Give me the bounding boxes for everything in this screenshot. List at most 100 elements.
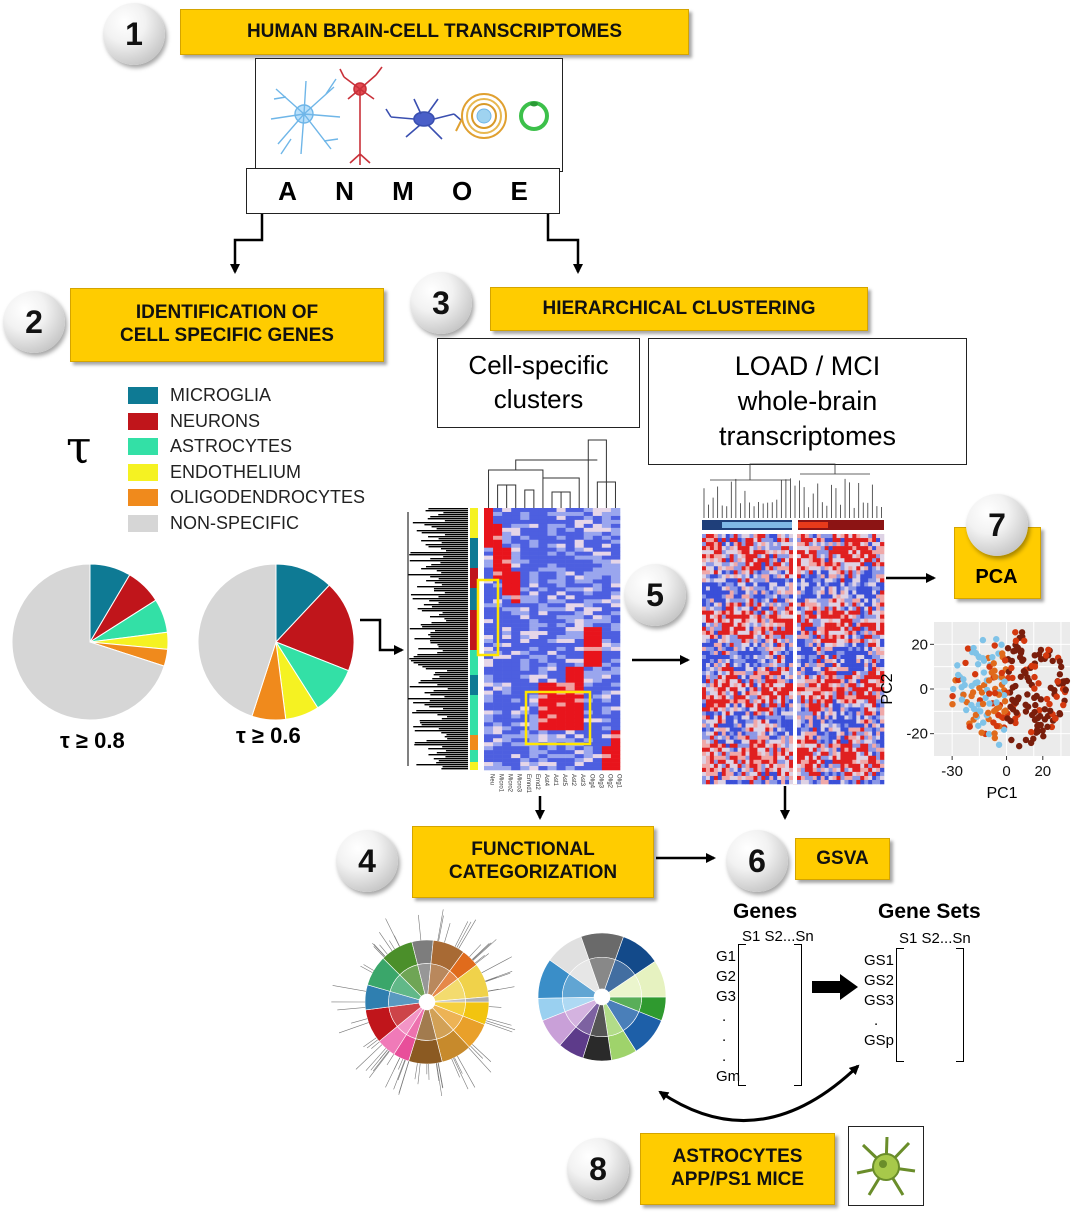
pca-point bbox=[1031, 685, 1038, 692]
pca-point bbox=[1018, 629, 1026, 636]
load-mci-line1: LOAD / MCI bbox=[734, 350, 881, 381]
heatmap-group-gap bbox=[793, 534, 797, 784]
pca-x-tick: 20 bbox=[1034, 763, 1051, 780]
pca-point bbox=[986, 690, 993, 697]
brain-cell-illustrations bbox=[270, 66, 549, 165]
legend-item-astrocytes: ASTROCYTES bbox=[128, 434, 365, 460]
pie-chart-tau-06 bbox=[197, 563, 355, 721]
step-4-title-line2: CATEGORIZATION bbox=[448, 862, 618, 883]
pie-slice-non-specific bbox=[11, 563, 165, 721]
legend-swatch bbox=[128, 463, 158, 481]
pca-point bbox=[1009, 674, 1016, 682]
heatmap-column-label: Olig4 bbox=[588, 774, 594, 789]
microglia-illustration bbox=[385, 98, 463, 140]
pca-point bbox=[974, 679, 981, 686]
sunburst-rings bbox=[364, 939, 490, 1065]
letter-microglia: M bbox=[392, 175, 414, 206]
group-bar-mci bbox=[722, 522, 792, 528]
step-4-title-line1: FUNCTIONAL bbox=[471, 839, 595, 861]
pca-point bbox=[979, 655, 987, 662]
pca-point bbox=[991, 673, 999, 681]
heatmap-column-label: Neu bbox=[489, 774, 495, 785]
step-8-title-line1: ASTROCYTES bbox=[672, 1146, 803, 1168]
pca-point bbox=[975, 722, 982, 729]
pca-point bbox=[1051, 687, 1058, 694]
step-5-circle: 5 bbox=[624, 564, 686, 626]
legend-item-non-specific: NON-SPECIFIC bbox=[128, 511, 365, 537]
pca-point bbox=[993, 635, 1000, 643]
pca-point bbox=[995, 704, 1003, 711]
genes-row-label: G3 bbox=[716, 988, 737, 1005]
pca-point bbox=[1041, 716, 1049, 723]
pca-point bbox=[1056, 709, 1063, 717]
pca-point bbox=[1060, 701, 1067, 709]
step-2-title-line1: IDENTIFICATION OF bbox=[135, 302, 319, 324]
pca-point bbox=[1041, 706, 1049, 713]
pca-point bbox=[1042, 652, 1050, 659]
pca-point bbox=[1001, 657, 1009, 664]
pca-point bbox=[991, 642, 998, 649]
step-2-title: IDENTIFICATION OF CELL SPECIFIC GENES bbox=[70, 288, 384, 362]
genesets-title: Gene Sets bbox=[878, 900, 981, 923]
pca-point bbox=[1044, 723, 1051, 731]
pca-point bbox=[1043, 695, 1051, 703]
pca-point bbox=[1028, 711, 1036, 719]
heatmap-column-label: Emnd1 bbox=[525, 774, 531, 794]
pca-point bbox=[998, 650, 1006, 657]
cell-letters-box: A N M O E bbox=[246, 168, 560, 214]
pca-point bbox=[1017, 673, 1025, 680]
sunburst-segment bbox=[434, 998, 466, 1003]
genesets-row-label: GSp bbox=[864, 1032, 895, 1049]
pca-point bbox=[1008, 736, 1015, 744]
pca-point bbox=[1018, 647, 1025, 654]
cell-specific-clusters-line1: Cell-specific bbox=[468, 350, 609, 381]
pca-point bbox=[962, 659, 969, 667]
heatmap-column-label: Micro2 bbox=[507, 774, 513, 793]
heatmap-column-label: Ast5 bbox=[561, 774, 567, 787]
pca-point bbox=[1001, 698, 1009, 705]
astrocyte-cell-icon bbox=[856, 1136, 916, 1196]
pca-point bbox=[985, 730, 993, 738]
step-4-title: FUNCTIONAL CATEGORIZATION bbox=[412, 826, 654, 898]
pca-point bbox=[970, 644, 977, 652]
pca-point bbox=[1039, 727, 1046, 734]
pca-point bbox=[1031, 673, 1038, 681]
genes-header: S1 S2...Sn bbox=[742, 928, 814, 945]
pie-label-tau-08: τ ≥ 0.8 bbox=[60, 728, 125, 753]
pca-point bbox=[982, 694, 989, 702]
legend-swatch bbox=[128, 514, 158, 532]
cell-specific-clusters-box: Cell-specific clusters bbox=[437, 338, 640, 428]
sunburst-rings bbox=[537, 932, 667, 1062]
pca-point bbox=[1035, 680, 1042, 687]
functional-sunburst-left bbox=[331, 909, 516, 1097]
genesets-bracket-right bbox=[956, 948, 964, 1062]
pca-point bbox=[993, 722, 1001, 730]
legend-swatch bbox=[128, 387, 158, 405]
pca-point bbox=[1008, 664, 1015, 672]
heatmap-cells bbox=[484, 508, 621, 771]
genesets-row-label: GS3 bbox=[864, 992, 895, 1009]
curved-double-arrow bbox=[658, 1064, 860, 1122]
pca-point bbox=[949, 685, 957, 693]
pca-point bbox=[961, 681, 968, 689]
pca-point bbox=[995, 741, 1003, 748]
pca-point bbox=[1012, 682, 1019, 690]
pca-point bbox=[1046, 707, 1054, 714]
pca-point bbox=[976, 684, 983, 692]
pca-point bbox=[1031, 694, 1038, 702]
arrow-pies-to-heatmap bbox=[360, 618, 404, 655]
legend-item-endothelium: ENDOTHELIUM bbox=[128, 460, 365, 486]
heatmap-column-label: Ast4 bbox=[543, 774, 549, 787]
letter-oligodendrocytes: O bbox=[452, 175, 473, 206]
legend-swatch bbox=[128, 438, 158, 456]
pie-slice-non-specific bbox=[197, 563, 277, 717]
arrow-to-step-3 bbox=[546, 214, 583, 274]
genesets-row-label: GS2 bbox=[864, 972, 895, 989]
pca-point bbox=[968, 682, 975, 690]
heatmap-column-label: Ast2 bbox=[570, 774, 576, 787]
genes-bracket-right bbox=[794, 944, 802, 1086]
column-dendrogram bbox=[488, 439, 616, 508]
